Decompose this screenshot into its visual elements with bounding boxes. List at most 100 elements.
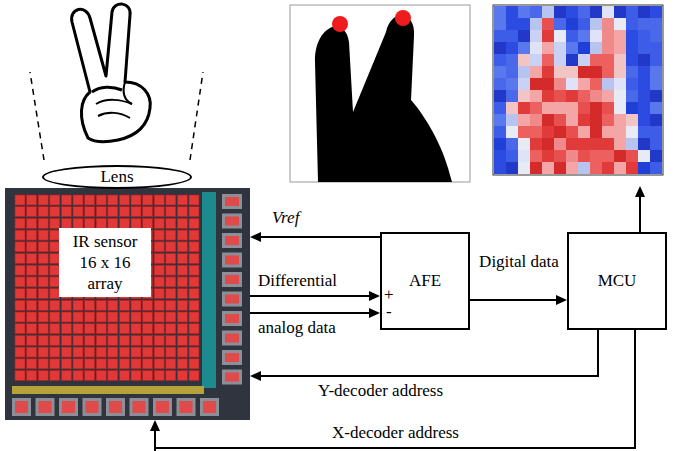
heat-cell xyxy=(578,162,590,174)
pixel-cell xyxy=(15,242,25,252)
pixel-cell xyxy=(166,371,176,381)
heat-cell xyxy=(638,54,650,66)
pixel-cell xyxy=(166,230,176,240)
heat-cell xyxy=(566,66,578,78)
minus-sign: - xyxy=(386,302,392,322)
pixel-cell xyxy=(154,324,164,334)
bond-pad xyxy=(39,401,52,413)
heat-cell xyxy=(602,30,614,42)
pixel-cell xyxy=(27,195,37,205)
chip-photo xyxy=(5,188,250,420)
pixel-cell xyxy=(108,300,118,310)
pixel-cell xyxy=(189,289,199,299)
heat-cell xyxy=(602,54,614,66)
arrow-head xyxy=(635,186,645,197)
heat-cell xyxy=(590,126,602,138)
pixel-cell xyxy=(27,312,37,322)
heat-cell xyxy=(530,90,542,102)
heat-cell xyxy=(626,162,638,174)
heat-cell xyxy=(602,66,614,78)
heat-cell xyxy=(506,90,518,102)
heat-cell xyxy=(494,18,506,30)
heat-cell xyxy=(542,150,554,162)
heat-cell xyxy=(518,114,530,126)
heat-cell xyxy=(566,18,578,30)
pixel-cell xyxy=(177,207,187,217)
pixel-cell xyxy=(166,359,176,369)
pixel-cell xyxy=(61,324,71,334)
heat-cell xyxy=(614,54,626,66)
pixel-cell xyxy=(166,324,176,334)
chip-label: IR sensor 16 x 16 array xyxy=(59,228,151,297)
chip-ring xyxy=(202,192,216,388)
heat-cell xyxy=(530,30,542,42)
heat-cell xyxy=(578,114,590,126)
output-wire xyxy=(639,196,641,232)
heat-cell xyxy=(578,138,590,150)
heat-cell xyxy=(554,54,566,66)
view-line xyxy=(190,72,203,160)
afe-box: AFE xyxy=(380,232,470,330)
pixel-cell xyxy=(131,207,141,217)
heat-cell xyxy=(650,90,662,102)
heat-cell xyxy=(626,90,638,102)
signal-line xyxy=(250,312,369,314)
bond-pad xyxy=(106,398,125,416)
pixel-cell xyxy=(119,207,129,217)
heat-cell xyxy=(566,54,578,66)
pixel-cell xyxy=(177,312,187,322)
heat-cell xyxy=(650,42,662,54)
heat-cell xyxy=(614,126,626,138)
signal-arrow xyxy=(250,330,598,381)
bond-pad xyxy=(156,401,169,413)
signal-line xyxy=(155,330,635,448)
pixel-cell xyxy=(166,254,176,264)
heat-cell xyxy=(554,102,566,114)
pixel-cell xyxy=(38,218,48,228)
pixel-cell xyxy=(38,371,48,381)
heat-cell xyxy=(506,150,518,162)
heat-cell xyxy=(542,126,554,138)
signal-line xyxy=(261,236,380,238)
pixel-cell xyxy=(50,371,60,381)
heat-cell xyxy=(554,6,566,18)
heat-cell xyxy=(578,126,590,138)
heat-cell xyxy=(506,126,518,138)
pixel-cell xyxy=(154,335,164,345)
heat-cell xyxy=(590,42,602,54)
pixel-cell xyxy=(119,371,129,381)
heat-cell xyxy=(566,6,578,18)
hand-silhouette xyxy=(315,15,452,182)
bond-pad xyxy=(12,398,31,416)
bond-pad xyxy=(225,236,239,245)
pixel-cell xyxy=(154,300,164,310)
heat-cell xyxy=(542,114,554,126)
heat-cell xyxy=(518,102,530,114)
heat-cell xyxy=(518,30,530,42)
heat-cell xyxy=(542,102,554,114)
pixel-cell xyxy=(38,312,48,322)
pixel-cell xyxy=(61,218,71,228)
pixel-cell xyxy=(96,312,106,322)
heat-cell xyxy=(602,42,614,54)
heat-cell xyxy=(626,150,638,162)
pixel-cell xyxy=(108,359,118,369)
heat-cell xyxy=(590,162,602,174)
pixel-cell xyxy=(143,359,153,369)
heat-cell xyxy=(494,102,506,114)
pixel-cell xyxy=(15,265,25,275)
bond-pad xyxy=(62,401,75,413)
signal-arrow xyxy=(250,232,380,242)
heat-cell xyxy=(650,114,662,126)
bond-pad xyxy=(222,233,242,248)
pixel-cell xyxy=(61,335,71,345)
pixel-cell xyxy=(119,324,129,334)
chip-die xyxy=(5,188,250,420)
heat-cell xyxy=(542,66,554,78)
pixel-cell xyxy=(96,335,106,345)
heat-cell xyxy=(530,78,542,90)
pixel-cell xyxy=(61,207,71,217)
heat-cell xyxy=(530,66,542,78)
heat-cell xyxy=(626,102,638,114)
heat-cell xyxy=(566,138,578,150)
